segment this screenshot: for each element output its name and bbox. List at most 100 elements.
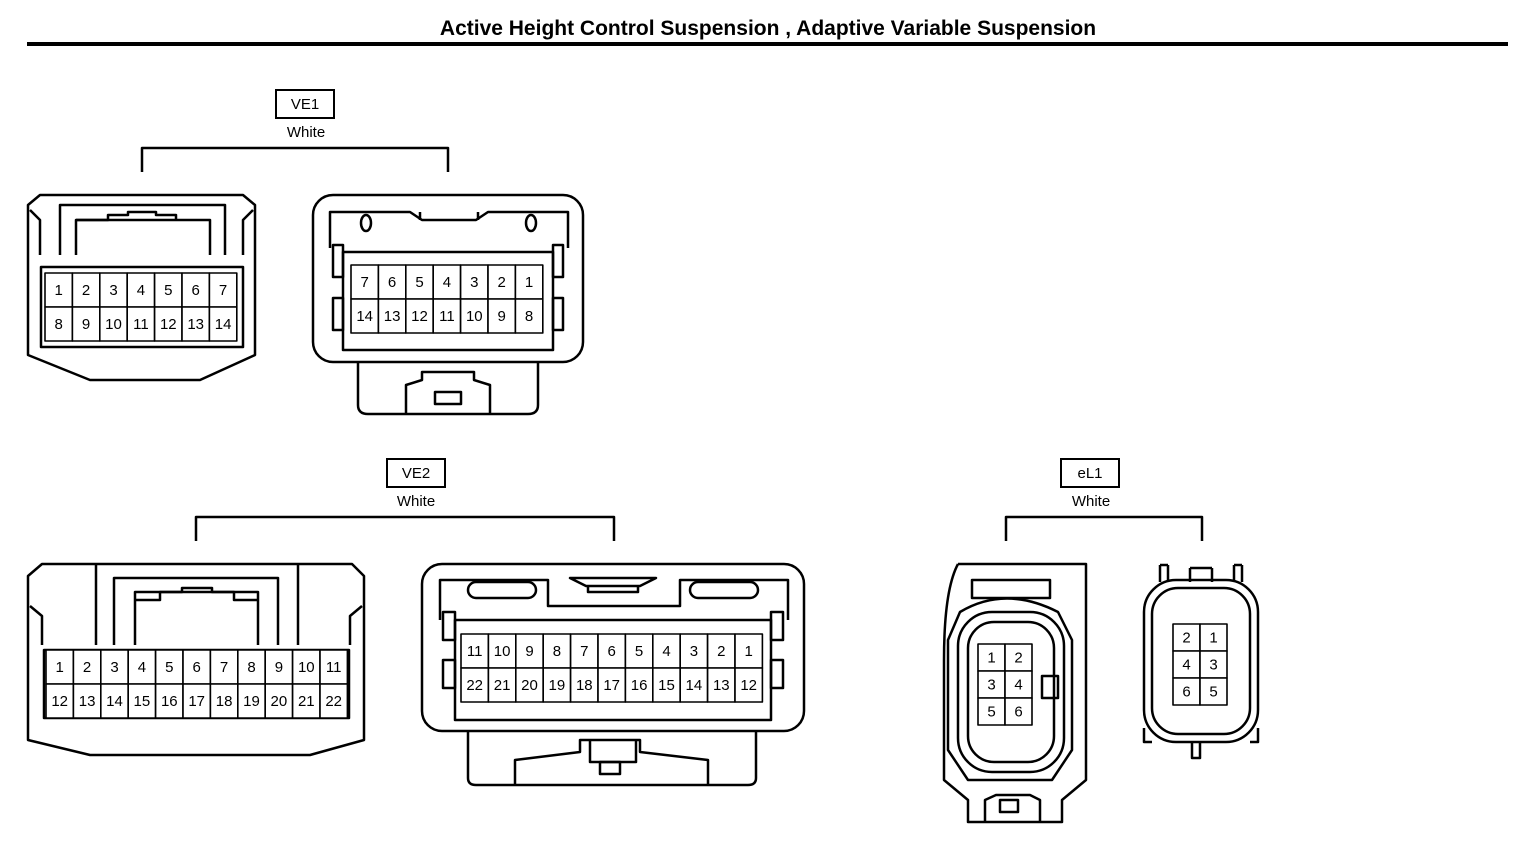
pin-number: 22 (466, 677, 483, 694)
pin-number: 8 (247, 659, 255, 676)
title-rule (27, 42, 1508, 46)
pin-number: 14 (215, 316, 232, 333)
pin-cell (264, 683, 294, 719)
pin-cell (1004, 697, 1033, 726)
pin-cell (71, 306, 101, 342)
pin-cell (679, 633, 709, 669)
pin-cell (460, 667, 490, 703)
pin-number: 18 (216, 693, 233, 710)
pin-number: 3 (987, 677, 995, 694)
pin-cell (264, 649, 294, 685)
ve2-code-box: VE2 (386, 458, 446, 488)
pin-cell (459, 264, 489, 300)
pin-number: 3 (110, 659, 118, 676)
diagram-title: Active Height Control Suspension , Adapt… (439, 17, 1097, 40)
pin-cell (291, 649, 321, 685)
pin-number: 8 (525, 308, 533, 325)
pin-number: 16 (161, 693, 178, 710)
pin-cell (404, 298, 434, 334)
pin-number: 14 (106, 693, 123, 710)
pin-number: 6 (1182, 684, 1190, 701)
pin-number: 7 (361, 274, 369, 291)
pin-number: 9 (275, 659, 283, 676)
pin-number: 14 (686, 677, 703, 694)
pin-number: 10 (298, 659, 315, 676)
pin-number: 6 (193, 659, 201, 676)
pin-cell (1199, 677, 1228, 706)
pin-number: 4 (443, 274, 451, 291)
pin-cell (153, 272, 183, 308)
pin-cell (459, 298, 489, 334)
pin-cell (597, 667, 627, 703)
pin-number: 17 (188, 693, 205, 710)
pin-cell (45, 683, 75, 719)
pin-number: 10 (105, 316, 122, 333)
pin-number: 6 (388, 274, 396, 291)
pin-number: 2 (1182, 630, 1190, 647)
pin-number: 19 (243, 693, 260, 710)
pin-number: 22 (325, 693, 342, 710)
pin-cell (624, 667, 654, 703)
pin-cell (1004, 670, 1033, 699)
pin-number: 3 (470, 274, 478, 291)
pin-number: 19 (549, 677, 566, 694)
pin-number: 21 (494, 677, 511, 694)
pin-cell (542, 633, 572, 669)
pin-cell (706, 667, 736, 703)
pin-number: 5 (165, 659, 173, 676)
pin-cell (153, 306, 183, 342)
pin-cell (291, 683, 321, 719)
pin-number: 17 (603, 677, 620, 694)
pin-number: 1 (525, 274, 533, 291)
pin-number: 5 (987, 704, 995, 721)
pin-number: 10 (494, 643, 511, 660)
pin-cell (100, 683, 130, 719)
pin-number: 4 (662, 643, 670, 660)
pin-cell (734, 667, 764, 703)
pin-number: 5 (415, 274, 423, 291)
pin-cell (208, 306, 238, 342)
pin-cell (319, 649, 349, 685)
pin-number: 2 (498, 274, 506, 291)
pin-number: 8 (55, 316, 63, 333)
pin-cell (432, 298, 462, 334)
pin-cell (154, 649, 184, 685)
pin-number: 3 (690, 643, 698, 660)
pin-number: 3 (109, 282, 117, 299)
el1-color-label: White (1071, 493, 1111, 510)
pin-number: 14 (356, 308, 373, 325)
pin-number: 11 (467, 643, 483, 660)
pin-number: 1 (1209, 630, 1217, 647)
pin-number: 5 (635, 643, 643, 660)
pin-cell (542, 667, 572, 703)
pin-number: 9 (525, 643, 533, 660)
pin-number: 1 (987, 650, 995, 667)
pin-number: 13 (79, 693, 96, 710)
pin-number: 5 (1209, 684, 1217, 701)
pin-number: 12 (51, 693, 68, 710)
pin-number: 4 (1014, 677, 1022, 694)
pin-cell (209, 683, 239, 719)
pin-number: 16 (631, 677, 648, 694)
pin-cell (977, 670, 1006, 699)
pin-cell (377, 298, 407, 334)
pin-number: 7 (219, 282, 227, 299)
pin-number: 13 (187, 316, 204, 333)
pin-number: 10 (466, 308, 483, 325)
pin-number: 4 (1182, 657, 1190, 674)
pin-cell (350, 298, 380, 334)
pin-cell (487, 633, 517, 669)
pin-number: 13 (384, 308, 401, 325)
pin-cell (977, 697, 1006, 726)
pin-number: 12 (411, 308, 428, 325)
